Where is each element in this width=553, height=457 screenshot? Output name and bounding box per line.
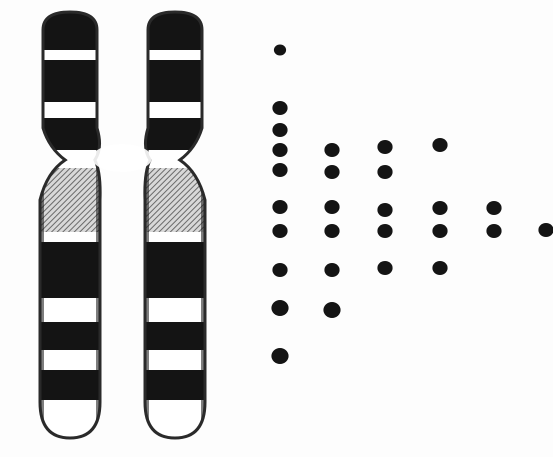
dot <box>272 163 287 177</box>
dot <box>486 201 501 215</box>
dot <box>486 224 501 238</box>
chromatid-2 <box>135 0 215 457</box>
dot <box>271 348 288 364</box>
dot <box>272 263 287 277</box>
dot <box>324 165 339 179</box>
dot <box>432 261 447 275</box>
dot <box>377 261 392 275</box>
dot <box>272 224 287 238</box>
dot <box>272 200 287 214</box>
dot <box>324 143 339 157</box>
dot <box>272 143 287 157</box>
dot <box>324 263 339 277</box>
dot <box>432 201 447 215</box>
centromere-junction <box>92 144 152 172</box>
dot-cluster-icon <box>271 45 553 365</box>
dot <box>377 203 392 217</box>
dot <box>538 223 553 237</box>
dot <box>432 224 447 238</box>
dot <box>432 138 447 152</box>
dot <box>377 224 392 238</box>
dot <box>274 45 286 56</box>
dot <box>324 200 339 214</box>
chromatid-layer <box>30 0 215 457</box>
dot <box>272 123 287 137</box>
dot <box>272 101 287 115</box>
dot <box>271 300 288 316</box>
chromatid-1 <box>30 0 110 457</box>
dot <box>377 165 392 179</box>
dot <box>323 302 340 318</box>
dot <box>324 224 339 238</box>
dot <box>377 140 392 154</box>
